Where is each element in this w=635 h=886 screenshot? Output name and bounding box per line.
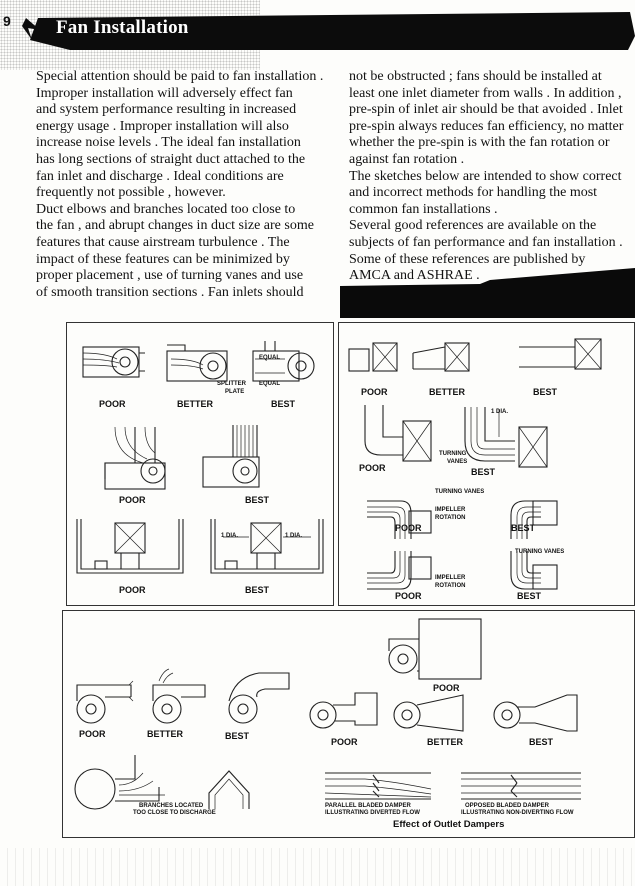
page-mark: 9 — [3, 13, 11, 29]
label-parallel-damper: ILLUSTRATING DIVERTED FLOW — [325, 810, 420, 816]
label-best: BEST — [245, 495, 270, 505]
label-branches: BRANCHES LOCATED — [139, 803, 204, 809]
elbow-panel: POOR BETTER BEST 1 DIA. TURNING VANES PO… — [338, 322, 635, 606]
label-better: BETTER — [429, 387, 465, 397]
body-line: Several good references are available on… — [349, 218, 597, 234]
outlet-row1-sketch — [76, 668, 290, 724]
label-poor: POOR — [331, 737, 358, 747]
label-best: BEST — [533, 387, 558, 397]
dampers-sketch — [324, 772, 581, 800]
body-line: and incorrect methods for handling the m… — [349, 185, 598, 201]
elbow-row2-sketch — [364, 405, 548, 468]
label-better: BETTER — [177, 399, 213, 409]
label-poor: POOR — [119, 495, 146, 505]
label-vanes: VANES — [447, 459, 468, 465]
body-line: the fan , and abrupt changes in duct siz… — [36, 218, 314, 234]
body-line: subjects of fan performance and fan inst… — [349, 234, 623, 250]
body-line: fan inlet and discharge . Ideal conditio… — [36, 168, 284, 184]
inlet-row2-sketch — [104, 425, 260, 490]
label-turning: TURNING — [439, 451, 467, 457]
label-poor: POOR — [79, 729, 106, 739]
label-better: BETTER — [147, 729, 183, 739]
label-parallel-damper: PARALLEL BLADED DAMPER — [325, 803, 411, 809]
body-line: pre-spin always reduces fan efficiency, … — [349, 118, 624, 134]
inlet-row3-sketch — [76, 519, 324, 574]
label-best: BEST — [471, 467, 496, 477]
body-line: and system performance resulting in incr… — [36, 102, 297, 118]
label-impeller: IMPELLER — [435, 575, 466, 581]
fan-logo-icon — [22, 18, 40, 40]
label-best: BEST — [511, 523, 536, 533]
label-poor: POOR — [119, 585, 146, 595]
body-line: common fan installations . — [349, 201, 498, 217]
body-line: frequently not possible , however. — [36, 185, 226, 201]
body-line: has long sections of straight duct attac… — [36, 151, 306, 167]
body-line: AMCA and ASHRAE . — [349, 268, 480, 284]
elbow-row3-sketch — [367, 500, 558, 539]
label-poor: POOR — [361, 387, 388, 397]
body-right-column: not be obstructed ; fans should be insta… — [349, 69, 635, 285]
label-poor: POOR — [395, 523, 422, 533]
label-poor: POOR — [395, 591, 422, 601]
body-line: against fan rotation . — [349, 151, 465, 167]
label-impeller: IMPELLER — [435, 507, 466, 513]
body-line: increase noise levels . The ideal fan in… — [36, 135, 301, 151]
label-best: BEST — [225, 731, 250, 741]
body-line: energy usage . Improper installation wil… — [36, 118, 289, 134]
label-rotation: ROTATION — [435, 583, 466, 589]
label-equal: EQUAL — [259, 355, 280, 361]
label-branches: TOO CLOSE TO DISCHARGE — [133, 810, 216, 816]
branches-sketch — [74, 755, 250, 810]
label-rotation: ROTATION — [435, 515, 466, 521]
label-turning-vanes: TURNING VANES — [435, 489, 485, 495]
body-line: Special attention should be paid to fan … — [36, 69, 324, 84]
body-line: Duct elbows and branches located too clo… — [36, 201, 296, 217]
label-best: BEST — [517, 591, 542, 601]
label-poor: POOR — [99, 399, 126, 409]
body-line: proper placement , use of turning vanes … — [36, 268, 304, 284]
body-line: least one inlet diameter from walls . In… — [349, 85, 622, 101]
label-turning-vanes: TURNING VANES — [515, 549, 565, 555]
outlet-row2-sketch — [309, 692, 578, 732]
label-better: BETTER — [427, 737, 463, 747]
label-poor: POOR — [359, 463, 386, 473]
outlet-poor-top-sketch — [388, 618, 482, 680]
label-opposed-damper: OPPOSED BLADED DAMPER — [465, 803, 550, 809]
body-line: The sketches below are intended to show … — [349, 168, 622, 184]
title-banner — [30, 12, 635, 50]
label-splitter: SPLITTER — [217, 381, 247, 387]
page-title: Fan Installation — [56, 17, 189, 38]
body-line: not be obstructed ; fans should be insta… — [349, 69, 602, 84]
elbow-row4-sketch — [367, 551, 558, 590]
scan-artifact — [0, 848, 635, 886]
body-left-column: Special attention should be paid to fan … — [36, 69, 338, 301]
caption-outlet-dampers: Effect of Outlet Dampers — [393, 819, 505, 830]
elbow-row1-sketch — [348, 338, 602, 372]
body-line: whether the pre-spin is with the fan rot… — [349, 135, 610, 151]
body-line: pre-spin of inlet air should be that avo… — [349, 102, 623, 118]
label-best: BEST — [529, 737, 554, 747]
black-scan-block — [340, 268, 635, 318]
label-equal: EQUAL — [259, 381, 280, 387]
body-line: impact of these features can be minimize… — [36, 251, 290, 267]
body-line: of smooth transition sections . Fan inle… — [36, 284, 304, 300]
label-best: BEST — [271, 399, 296, 409]
label-best: BEST — [245, 585, 270, 595]
label-1-dia: 1 DIA. — [491, 409, 509, 415]
body-line: features that cause airstream turbulence… — [36, 234, 290, 250]
label-1-dia: 1 DIA. — [221, 533, 239, 539]
label-opposed-damper: ILLUSTRATING NON-DIVERTING FLOW — [461, 810, 574, 816]
label-plate: PLATE — [225, 389, 245, 395]
label-1-dia: 1 DIA. — [285, 533, 303, 539]
outlet-panel: POOR POOR BETTER BEST POOR BETTER BEST B… — [62, 610, 635, 838]
inlet-panel: POOR BETTER BEST EQUAL EQUAL SPLITTER PL… — [66, 322, 334, 606]
label-poor: POOR — [433, 683, 460, 693]
body-line: Improper installation will adversely eff… — [36, 85, 293, 101]
inlet-row1-sketch — [82, 341, 315, 382]
body-line: Some of these references are published b… — [349, 251, 586, 267]
